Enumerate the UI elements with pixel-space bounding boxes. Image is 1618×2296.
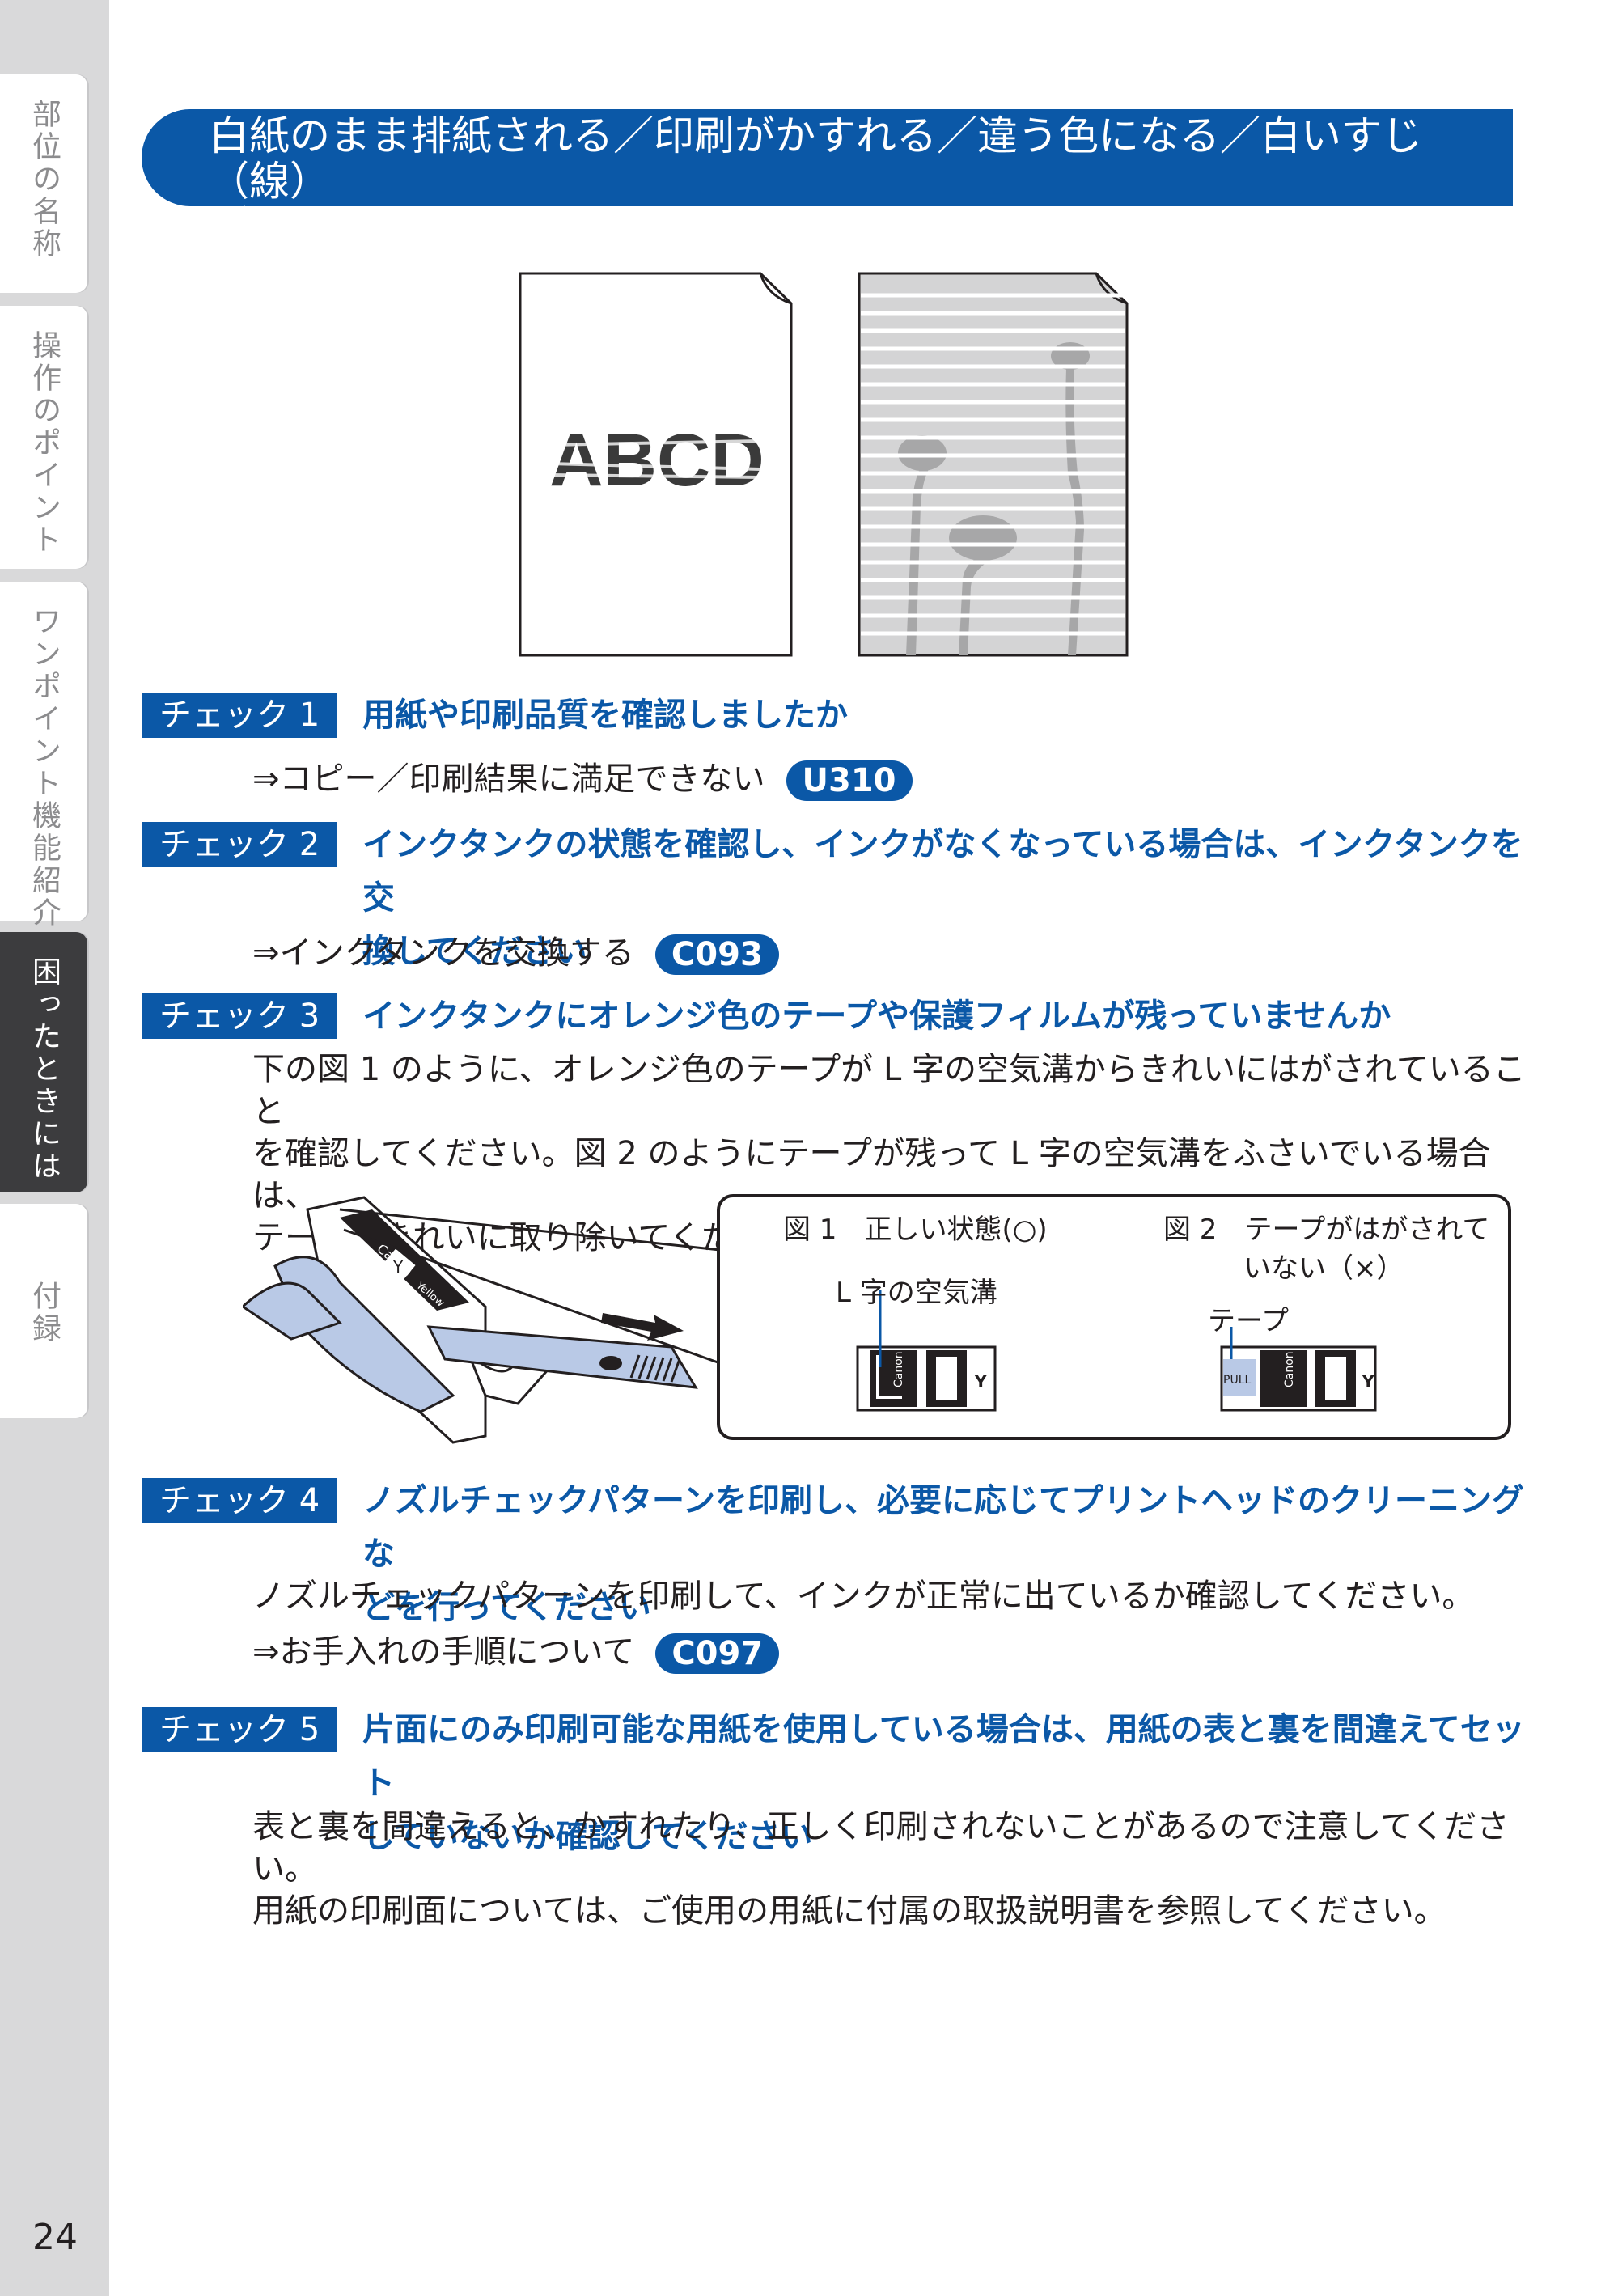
check-heading-line: していないか確認してください xyxy=(362,1818,813,1855)
check-heading-5: 片面にのみ印刷可能な用紙を使用している場合は、用紙の表と裏を間違えてセット して… xyxy=(362,1703,1527,1863)
fig1-tank-brand: Canon xyxy=(892,1351,905,1387)
check-link-row-4[interactable]: ⇒お手入れの手順について C097 xyxy=(252,1629,780,1675)
fig1-title: 図 1 正しい状態(○) xyxy=(783,1214,1048,1246)
check-link-text[interactable]: ⇒インクタンクを交換する xyxy=(252,934,634,972)
check-link-text[interactable]: ⇒コピー／印刷結果に満足できない xyxy=(252,760,765,798)
check-body-5: 表と裏を間違えると、かすれたり、正しく印刷されないことがあるので注意してください… xyxy=(252,1806,1531,1932)
check-heading-3: インクタンクにオレンジ色のテープや保護フィルムが残っていませんか xyxy=(362,989,1527,1043)
fig2-tank-brand: Canon xyxy=(1283,1351,1296,1387)
body-line: ノズルチェックパターンを印刷して、インクが正常に出ているか確認してください。 xyxy=(252,1578,1475,1615)
sidebar-tab-appendix[interactable]: 付録 xyxy=(0,1204,87,1418)
page-number: 24 xyxy=(32,2217,78,2258)
check-heading-1: 用紙や印刷品質を確認しましたか xyxy=(362,688,1527,742)
sidebar-tab-label: ワンポイント機能紹介 xyxy=(28,606,61,930)
body-line: 表と裏を間違えると、かすれたり、正しく印刷されないことがあるので注意してください… xyxy=(252,1808,1510,1887)
body-line: 下の図 1 のように、オレンジ色のテープが L 字の空気溝からきれいにはがされて… xyxy=(252,1051,1526,1130)
body-line: 用紙の印刷面については、ご使用の用紙に付属の取扱説明書を参照してください。 xyxy=(252,1892,1446,1930)
sidebar-tab-label: 部位の名称 xyxy=(28,99,61,261)
check-heading-line: インクタンクにオレンジ色のテープや保護フィルムが残っていませんか xyxy=(362,998,1391,1035)
body-line: を確認してください。図 2 のようにテープが残って L 字の空気溝をふさいでいる… xyxy=(252,1135,1491,1214)
fig2-title-line1: 図 2 テープがはがされて xyxy=(1163,1214,1490,1246)
check-heading-2: インクタンクの状態を確認し、インクがなくなっている場合は、インクタンクを交 換し… xyxy=(362,818,1527,978)
ink-tank-figure: Canon Y Yellow Y Canon PULL Y Canon xyxy=(243,1194,1511,1444)
faded-sample-text: ABCD xyxy=(549,419,765,502)
check-heading-line: どを行ってください xyxy=(362,1589,651,1626)
page-code-badge[interactable]: C093 xyxy=(654,934,779,975)
section-title-line: 白紙のまま排紙される／印刷がかすれる／違う色になる／白いすじ（線） xyxy=(209,112,1422,205)
check-heading-line: ノズルチェックパターンを印刷し、必要に応じてプリントヘッドのクリーニングな xyxy=(362,1482,1524,1573)
problem-sample-illustration: ABCD xyxy=(519,272,1129,657)
sidebar-tab-operation[interactable]: 操作のポイント xyxy=(0,306,87,569)
check-heading-line: 用紙や印刷品質を確認しましたか xyxy=(362,697,848,734)
sidebar-tab-label: 操作のポイント xyxy=(28,330,61,557)
fig2-label: テープ xyxy=(1208,1305,1289,1337)
check-badge-1: チェック 1 xyxy=(142,693,338,738)
fig1-tank-letter: Y xyxy=(974,1372,987,1392)
check-heading-4: ノズルチェックパターンを印刷し、必要に応じてプリントヘッドのクリーニングな どを… xyxy=(362,1474,1527,1634)
check-link-text[interactable]: ⇒お手入れの手順について xyxy=(252,1633,635,1671)
section-title: 白紙のまま排紙される／印刷がかすれる／違う色になる／白いすじ（線） が入る xyxy=(209,113,1503,249)
fig2-title-line2: いない（×） xyxy=(1243,1252,1404,1285)
fig1-label: L 字の空気溝 xyxy=(836,1277,997,1309)
sidebar: 部位の名称 操作のポイント ワンポイント機能紹介 困ったときには 付録 24 xyxy=(0,0,109,2296)
sidebar-tab-label: 付録 xyxy=(28,1281,61,1345)
fig2-tape-text: PULL xyxy=(1223,1374,1251,1387)
check-heading-line: 換してください xyxy=(362,933,587,970)
fig2-tank-letter: Y xyxy=(1362,1372,1374,1392)
tank-letter-label: Y xyxy=(392,1257,404,1277)
check-body-4: ノズルチェックパターンを印刷して、インクが正常に出ているか確認してください。 xyxy=(252,1575,1531,1617)
section-title-line: が入る xyxy=(209,203,330,250)
page-code-badge[interactable]: U310 xyxy=(786,760,913,801)
check-badge-5: チェック 5 xyxy=(142,1707,338,1752)
sidebar-tab-parts[interactable]: 部位の名称 xyxy=(0,74,87,293)
check-badge-2: チェック 2 xyxy=(142,822,338,867)
sidebar-tab-label: 困ったときには xyxy=(28,956,61,1183)
check-link-row-1[interactable]: ⇒コピー／印刷結果に満足できない U310 xyxy=(252,756,913,802)
check-badge-3: チェック 3 xyxy=(142,993,338,1039)
sidebar-tab-features[interactable]: ワンポイント機能紹介 xyxy=(0,582,87,930)
check-link-row-2[interactable]: ⇒インクタンクを交換する C093 xyxy=(252,930,779,976)
sidebar-tab-troubleshooting[interactable]: 困ったときには xyxy=(0,932,87,1192)
page-code-badge[interactable]: C097 xyxy=(655,1633,780,1674)
check-heading-line: 片面にのみ印刷可能な用紙を使用している場合は、用紙の表と裏を間違えてセット xyxy=(362,1711,1525,1802)
check-badge-4: チェック 4 xyxy=(142,1478,338,1523)
check-heading-line: インクタンクの状態を確認し、インクがなくなっている場合は、インクタンクを交 xyxy=(362,826,1523,917)
section-title-bar xyxy=(142,109,1513,206)
